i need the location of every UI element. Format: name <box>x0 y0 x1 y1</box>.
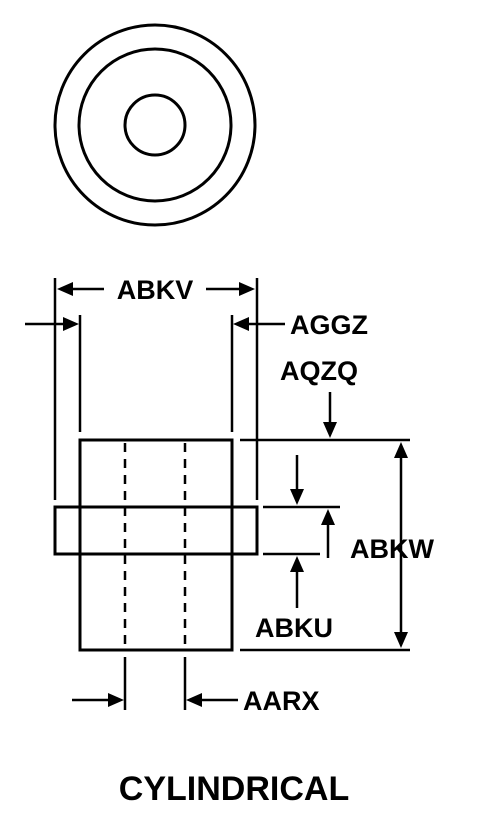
cylinder-body <box>78 438 234 652</box>
abkw-arrow-bottom <box>394 632 408 648</box>
dimension-abkw: ABKW <box>350 442 434 648</box>
aqzq-arrow <box>323 422 337 438</box>
aggz-label: AGGZ <box>290 310 368 340</box>
dimension-aarx: AARX <box>72 686 320 716</box>
abkv-arrow-left <box>57 282 73 296</box>
abkv-arrow-right <box>239 282 255 296</box>
aggz-arrow-right <box>233 317 249 331</box>
abkv-label: ABKV <box>117 275 194 305</box>
side-view <box>53 438 259 652</box>
abkw-label: ABKW <box>350 534 434 564</box>
aqzq-label: AQZQ <box>280 356 358 386</box>
top-view-outer-circle <box>53 23 257 227</box>
aarx-arrow-left <box>108 693 124 707</box>
dimension-flange-thickness <box>290 455 335 558</box>
top-view-middle-circle <box>77 47 233 203</box>
aarx-arrow-right <box>186 693 202 707</box>
flange <box>53 505 259 556</box>
flange-thickness-upper-arrow <box>290 489 304 505</box>
diagram-caption: CYLINDRICAL <box>119 770 349 808</box>
extension-lines <box>53 278 410 710</box>
abku-label: ABKU <box>255 613 333 643</box>
dimension-abku: ABKU <box>255 556 333 643</box>
dimension-aggz: AGGZ <box>25 310 368 340</box>
abku-arrow <box>290 556 304 572</box>
top-view-bore-circle <box>123 93 187 157</box>
aarx-label: AARX <box>243 686 320 716</box>
dimension-abkv: ABKV <box>57 275 255 305</box>
top-view <box>53 23 257 227</box>
flange-thickness-right-arrow <box>321 509 335 525</box>
dimension-aqzq: AQZQ <box>280 356 358 438</box>
abkw-arrow-top <box>394 442 408 458</box>
aggz-arrow-left <box>63 317 79 331</box>
